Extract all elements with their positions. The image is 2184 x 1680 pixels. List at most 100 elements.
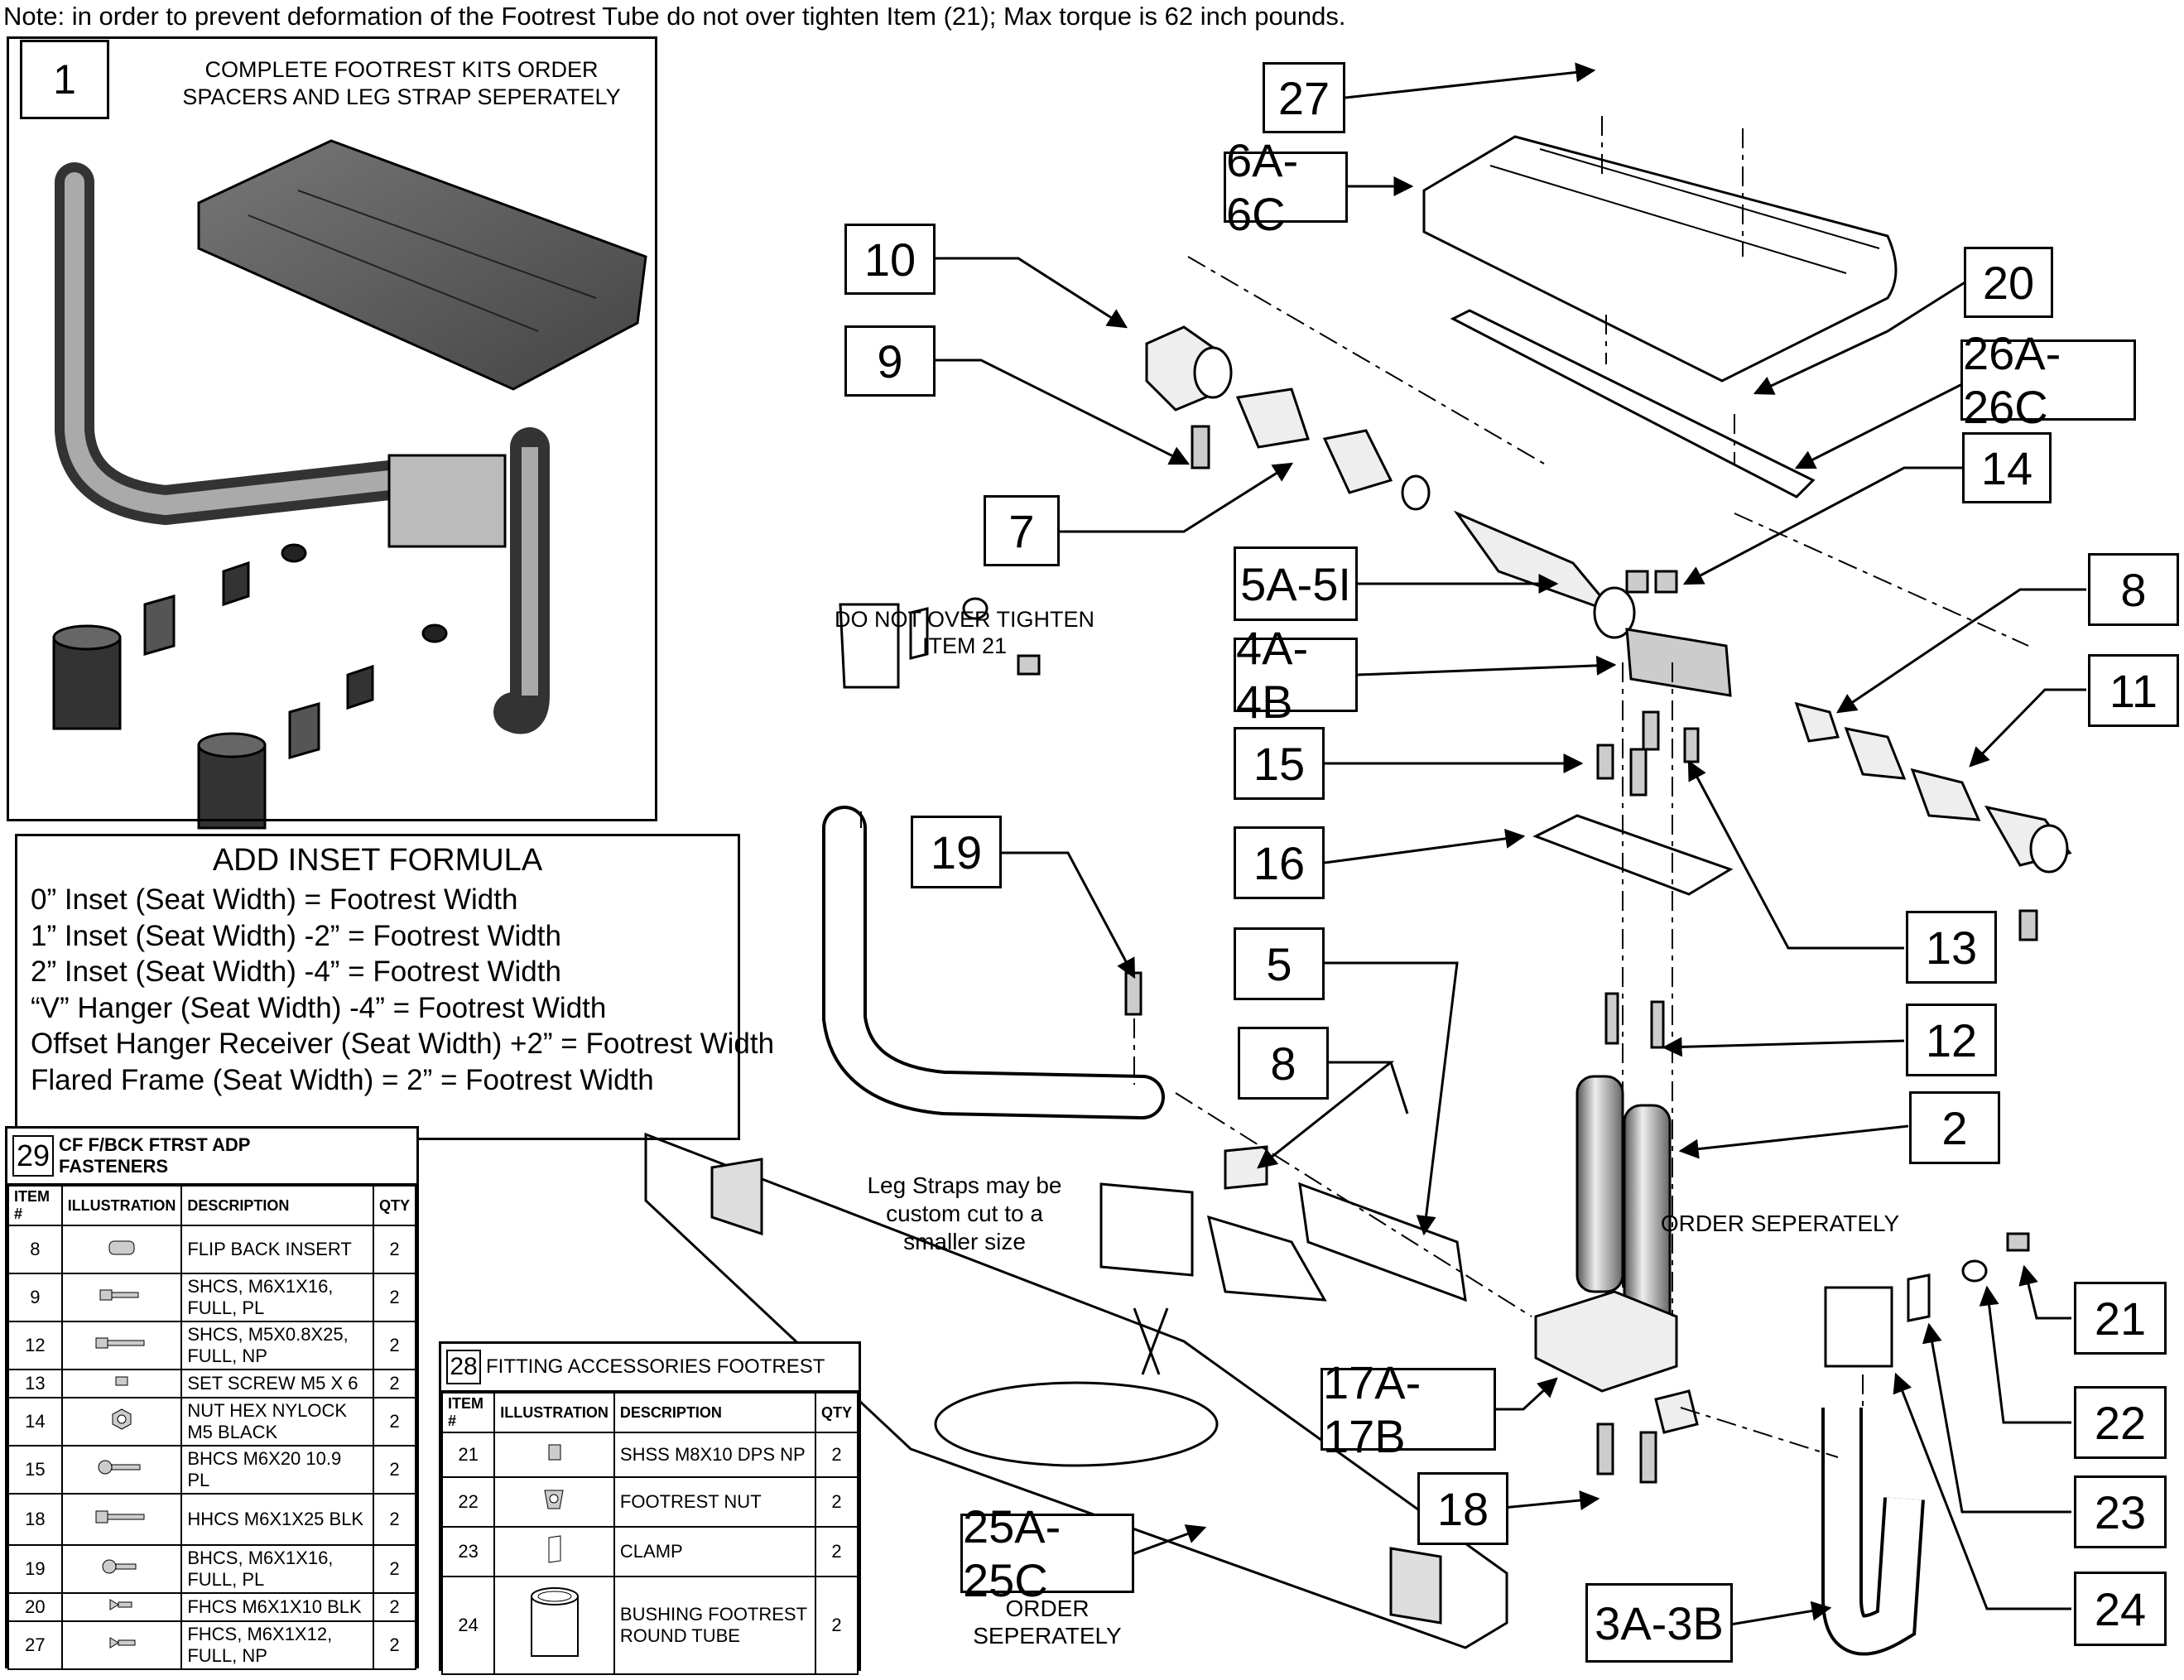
torque-note: Note: in order to prevent deformation of… — [3, 2, 1346, 31]
order-sep-strap-line1: ORDER — [1005, 1596, 1090, 1621]
table29-header: 29 CF F/BCK FTRST ADP FASTENERS — [7, 1129, 416, 1185]
col-description: DESCRIPTION — [180, 1185, 374, 1226]
col-description: DESCRIPTION — [613, 1392, 816, 1433]
callout-12: 12 — [1906, 1004, 1997, 1076]
hanger-tube-left — [822, 597, 1467, 1302]
formula-line: 1” Inset (Seat Width) -2” = Footrest Wid… — [31, 919, 561, 952]
desc-cell: BHCS M6X20 10.9 PL — [180, 1445, 374, 1495]
desc-cell: SHCS, M6X1X16, FULL, PL — [180, 1273, 374, 1322]
illustration-cell — [60, 1493, 183, 1546]
callout-25a-25c: 25A-25C — [960, 1500, 1134, 1606]
callout-5a-5i: 5A-5I — [1234, 546, 1358, 621]
order-sep-strap-line2: SEPERATELY — [973, 1623, 1122, 1649]
table28-title: FITTING ACCESSORIES FOOTREST — [486, 1355, 825, 1378]
right-hanger-tube — [1821, 1232, 2030, 1656]
table29-title-line2: FASTENERS — [59, 1156, 169, 1177]
callout-3a-3b: 3A-3B — [1585, 1583, 1733, 1663]
qty-cell: 2 — [372, 1273, 417, 1322]
item-cell: 15 — [7, 1445, 63, 1495]
leg-strap-note-line3: smaller size — [903, 1229, 1026, 1254]
illustration-cell — [60, 1544, 183, 1594]
callout-24: 24 — [2074, 1572, 2167, 1646]
kit-bushings — [52, 543, 448, 830]
leg-strap-note-line2: custom cut to a — [886, 1201, 1043, 1226]
formula-title: ADD INSET FORMULA — [212, 843, 543, 878]
qty-cell: 2 — [372, 1321, 417, 1370]
col-illustration: ILLUSTRATION — [493, 1392, 615, 1433]
illustration-cell — [60, 1369, 183, 1398]
callout-19: 19 — [911, 816, 1002, 888]
illustration-cell — [60, 1445, 183, 1495]
desc-cell: CLAMP — [613, 1526, 816, 1577]
callout-16: 16 — [1234, 826, 1325, 899]
order-separately-tubes: ORDER SEPERATELY — [1660, 1211, 1900, 1236]
qty-cell: 2 — [372, 1369, 417, 1398]
inset-formula-box: ADD INSET FORMULA 0” Inset (Seat Width) … — [15, 834, 775, 1140]
item-cell: 13 — [7, 1369, 63, 1398]
callout-15: 15 — [1234, 727, 1325, 800]
table29-title: CF F/BCK FTRST ADP FASTENERS — [59, 1134, 250, 1177]
table29-number: 29 — [12, 1135, 54, 1177]
item-cell: 24 — [440, 1576, 496, 1675]
table28-number: 28 — [446, 1350, 481, 1384]
desc-cell: FLIP BACK INSERT — [180, 1225, 374, 1274]
illustration-cell — [493, 1526, 615, 1577]
desc-cell: SET SCREW M5 X 6 — [180, 1369, 374, 1398]
illustration-cell — [493, 1432, 615, 1478]
callout-20: 20 — [1964, 247, 2053, 318]
qty-cell: 2 — [814, 1526, 859, 1577]
callout-18: 18 — [1417, 1472, 1508, 1545]
upper-assembly — [1145, 325, 2072, 1484]
overtighten-warning: DO NOT OVER TIGHTEN ITEM 21 — [820, 606, 1109, 659]
item-cell: 23 — [440, 1526, 496, 1577]
leg-strap-note-line1: Leg Straps may be — [867, 1172, 1062, 1198]
desc-cell: NUT HEX NYLOCK M5 BLACK — [180, 1397, 374, 1447]
qty-cell: 2 — [372, 1445, 417, 1495]
callout-leaders — [936, 62, 2086, 1626]
callout-4a-4b: 4A-4B — [1234, 622, 1358, 728]
illustration-cell — [60, 1620, 183, 1670]
formula-line: Offset Hanger Receiver (Seat Width) +2” … — [31, 1028, 775, 1060]
qty-cell: 2 — [372, 1544, 417, 1594]
item-cell: 18 — [7, 1493, 63, 1546]
mounting-bracket-26 — [1450, 309, 1816, 498]
item-cell: 8 — [7, 1225, 63, 1274]
qty-cell: 2 — [372, 1397, 417, 1447]
col-qty: QTY — [814, 1392, 859, 1433]
overtighten-line2: ITEM 21 — [921, 633, 1008, 658]
illustration-cell — [60, 1397, 183, 1447]
callout-21: 21 — [2074, 1282, 2167, 1355]
order-separately-strap: ORDER SEPERATELY — [969, 1595, 1126, 1649]
callout-8-upper: 8 — [2088, 553, 2179, 626]
callout-23: 23 — [2074, 1475, 2167, 1548]
table28-header: 28 FITTING ACCESSORIES FOOTREST — [441, 1344, 859, 1392]
formula-line: 0” Inset (Seat Width) = Footrest Width — [31, 883, 518, 916]
qty-cell: 2 — [372, 1592, 417, 1622]
complete-kit-panel — [7, 36, 657, 821]
item-cell: 22 — [440, 1476, 496, 1528]
desc-cell: BHCS, M6X1X16, FULL, PL — [180, 1544, 374, 1594]
callout-22: 22 — [2074, 1386, 2167, 1459]
item-cell: 19 — [7, 1544, 63, 1594]
formula-line: 2” Inset (Seat Width) -4” = Footrest Wid… — [31, 956, 561, 988]
kit-caption-line2: SPACERS AND LEG STRAP SEPERATELY — [182, 84, 621, 109]
illustration-cell — [60, 1592, 183, 1622]
callout-5: 5 — [1234, 927, 1325, 1000]
qty-cell: 2 — [372, 1225, 417, 1274]
callout-2: 2 — [1909, 1091, 2000, 1164]
qty-cell: 2 — [372, 1620, 417, 1670]
formula-line: “V” Hanger (Seat Width) -4” = Footrest W… — [31, 991, 607, 1024]
item-cell: 12 — [7, 1321, 63, 1370]
